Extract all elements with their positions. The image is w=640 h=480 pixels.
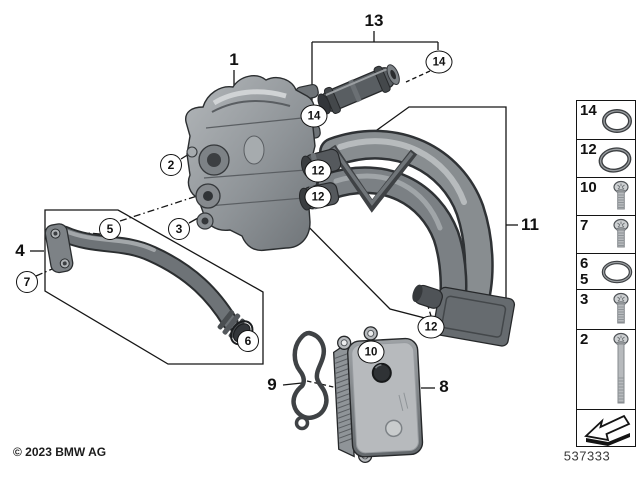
legend-number: 7 bbox=[580, 217, 589, 234]
legend-item-10[interactable]: 10 bbox=[577, 178, 635, 216]
bolt-icon bbox=[613, 292, 629, 323]
o-ring-icon bbox=[598, 146, 632, 173]
fastener-legend: 14 12 10 bbox=[576, 100, 636, 447]
legend-number: 6 bbox=[580, 255, 589, 272]
part-label-13[interactable]: 13 bbox=[364, 11, 384, 30]
callout-7[interactable]: 7 bbox=[16, 271, 38, 293]
document-number: 537333 bbox=[563, 448, 611, 464]
callout-6[interactable]: 6 bbox=[237, 330, 259, 352]
callout-14[interactable]: 14 bbox=[300, 104, 328, 128]
o-ring-icon bbox=[602, 109, 632, 133]
legend-item-14[interactable]: 14 bbox=[577, 101, 635, 140]
legend-number: 2 bbox=[580, 331, 589, 348]
coolant-pipe-assembly-part bbox=[298, 129, 516, 347]
legend-item-3[interactable]: 3 bbox=[577, 290, 635, 330]
callout-12[interactable]: 12 bbox=[304, 159, 332, 183]
copyright-notice: © 2023 BMW AG bbox=[13, 445, 107, 459]
legend-number: 14 bbox=[580, 102, 597, 119]
gasket-part bbox=[291, 330, 329, 431]
legend-item-12[interactable]: 12 bbox=[577, 140, 635, 178]
o-ring-icon bbox=[601, 260, 633, 283]
callout-12[interactable]: 12 bbox=[304, 185, 332, 209]
legend-item-2[interactable]: 2 bbox=[577, 330, 635, 410]
callout-14[interactable]: 14 bbox=[425, 50, 453, 74]
legend-item-7[interactable]: 7 bbox=[577, 216, 635, 254]
callout-2[interactable]: 2 bbox=[160, 154, 182, 176]
bolt-icon bbox=[613, 180, 629, 209]
part-label-8[interactable]: 8 bbox=[439, 377, 449, 396]
part-label-1[interactable]: 1 bbox=[229, 50, 239, 69]
legend-item-direction[interactable] bbox=[577, 410, 635, 448]
long-bolt-icon bbox=[613, 332, 629, 404]
heat-exchanger-part bbox=[332, 326, 424, 464]
bolt-icon bbox=[613, 218, 629, 247]
legend-number: 12 bbox=[580, 141, 597, 158]
part-label-4[interactable]: 4 bbox=[15, 241, 25, 260]
legend-number: 5 bbox=[580, 271, 589, 288]
direction-arrow-icon bbox=[584, 414, 631, 446]
legend-item-6-5[interactable]: 6 5 bbox=[577, 254, 635, 290]
callout-3[interactable]: 3 bbox=[168, 218, 190, 240]
callout-10[interactable]: 10 bbox=[357, 340, 385, 364]
oil-filter-housing-part bbox=[185, 75, 321, 252]
legend-number: 3 bbox=[580, 291, 589, 308]
part-label-11[interactable]: 11 bbox=[521, 215, 539, 234]
legend-number: 10 bbox=[580, 179, 597, 196]
callout-5[interactable]: 5 bbox=[99, 218, 121, 240]
connector-tube-part bbox=[317, 64, 400, 115]
part-label-9[interactable]: 9 bbox=[267, 375, 277, 394]
callout-12[interactable]: 12 bbox=[417, 315, 445, 339]
coolant-pipe-part bbox=[44, 223, 254, 346]
